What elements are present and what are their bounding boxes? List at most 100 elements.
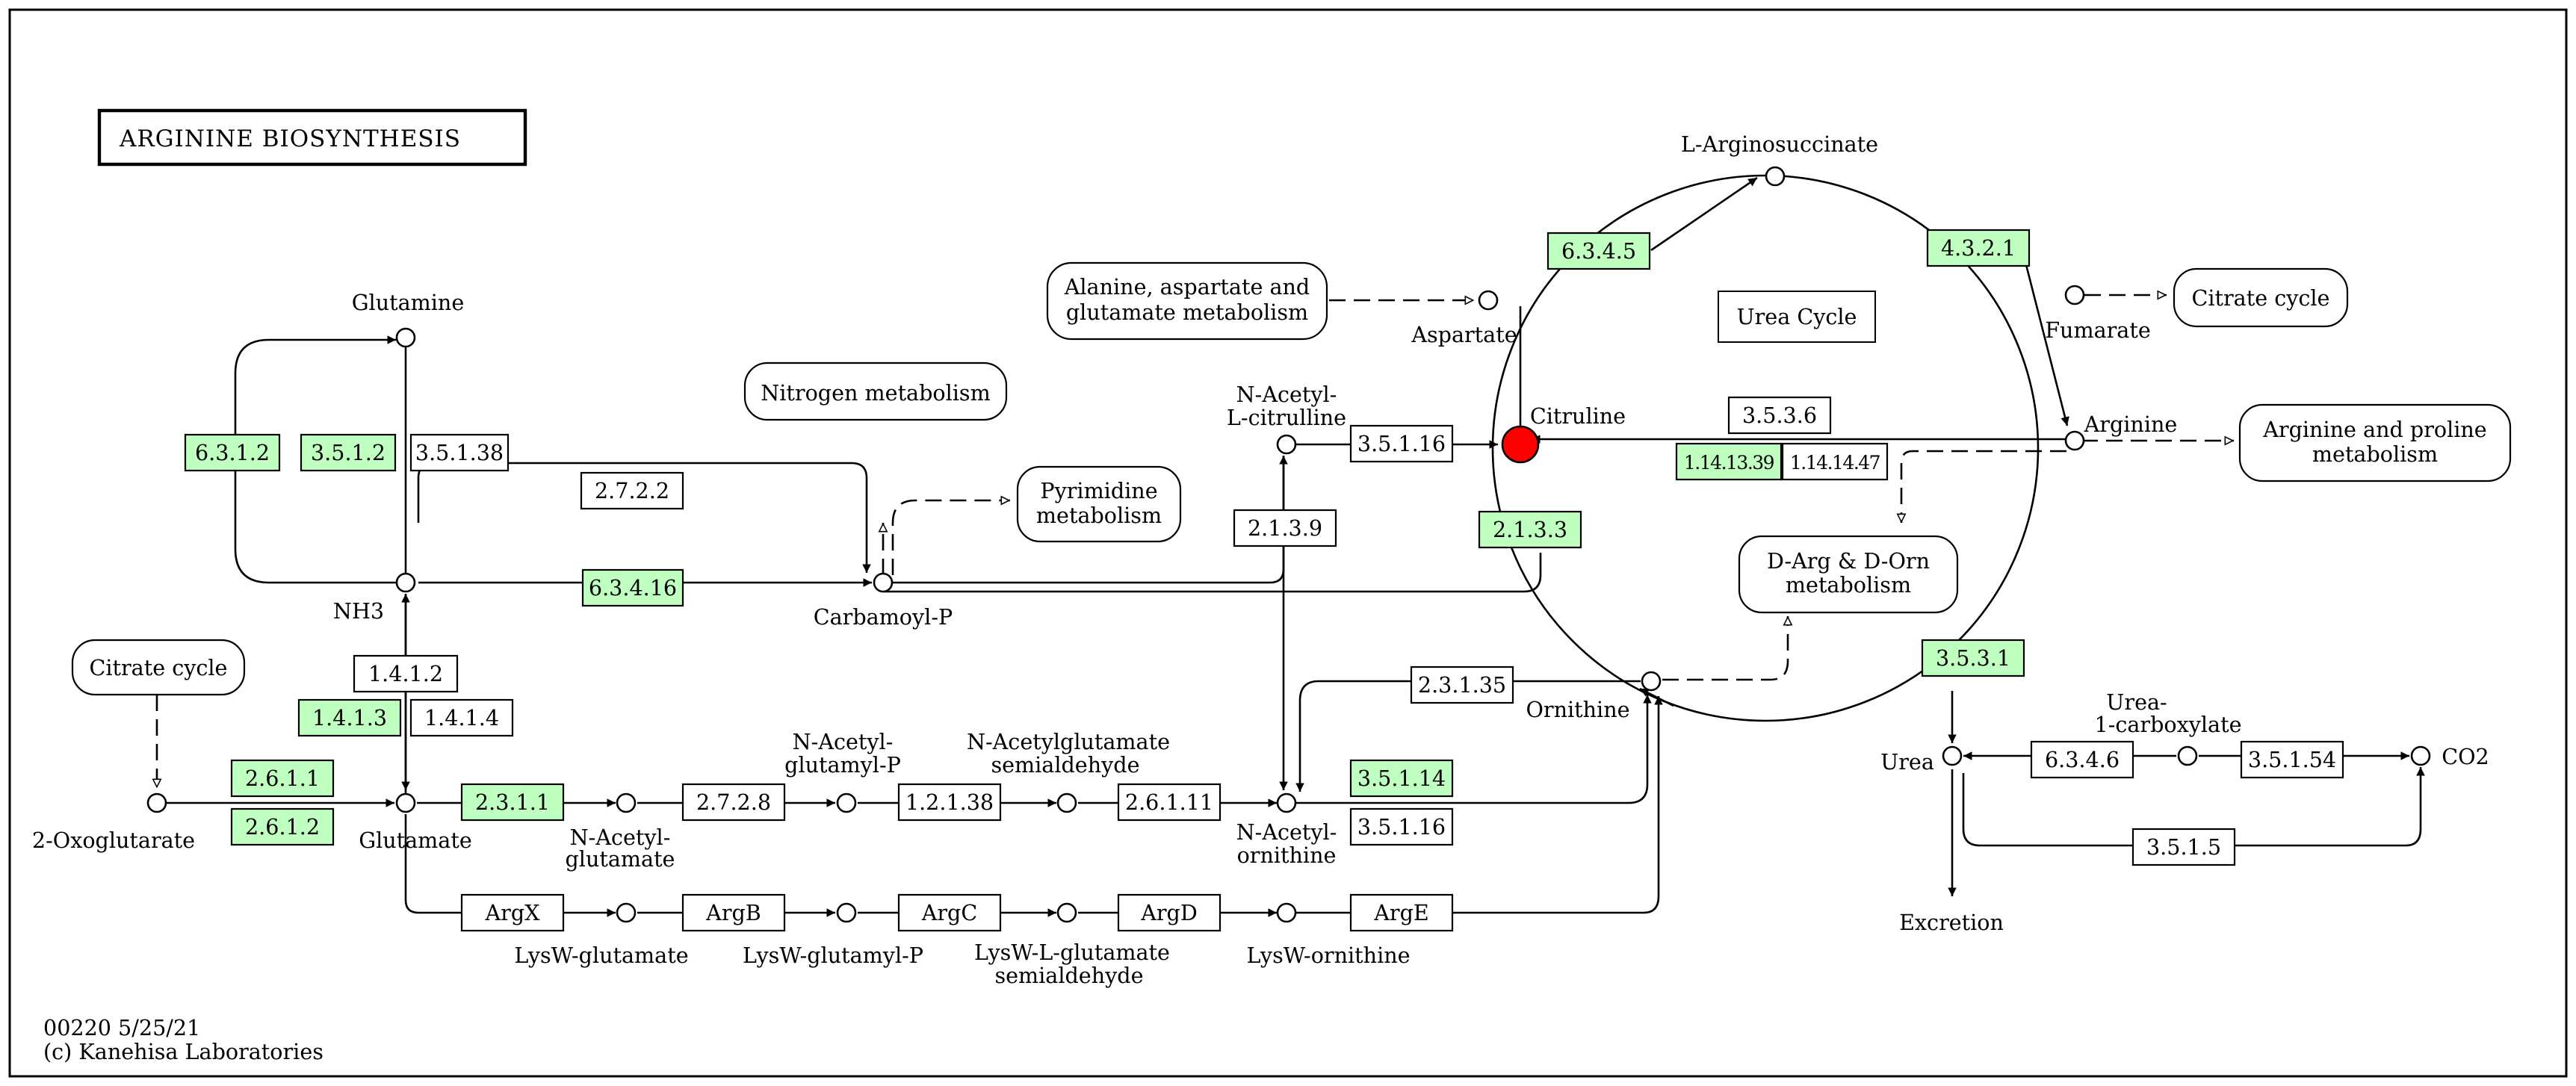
enzyme-2-6-1-1-label: 2.6.1.1 — [245, 766, 320, 791]
label-excretion: Excretion — [1899, 910, 2004, 935]
label-lysw-semialdehyde-2: semialdehyde — [994, 963, 1143, 988]
enzyme-1-4-1-4[interactable] — [409, 698, 514, 737]
enzyme-3-5-3-1[interactable] — [1921, 639, 2025, 677]
node-aspartate[interactable] — [1478, 290, 1499, 311]
node-urea[interactable] — [1942, 745, 1963, 766]
map-link-arginine-proline[interactable] — [2238, 403, 2512, 483]
enzyme-argb[interactable] — [681, 893, 786, 932]
enzyme-arge-label: ArgE — [1373, 900, 1429, 925]
enzyme-3-5-1-14[interactable] — [1349, 759, 1454, 798]
enzyme-3-5-1-2[interactable] — [300, 433, 397, 472]
node-lysw-semialdehyde[interactable] — [1056, 902, 1077, 923]
enzyme-2-3-1-35-label: 2.3.1.35 — [1418, 672, 1506, 698]
enzyme-3-5-1-5[interactable] — [2131, 828, 2236, 866]
enzyme-4-3-2-1[interactable] — [1926, 229, 2031, 267]
enzyme-6-3-4-16[interactable] — [581, 568, 684, 607]
enzyme-argx[interactable] — [460, 893, 565, 932]
node-co2[interactable] — [2410, 745, 2431, 766]
node-urea-carboxylate[interactable] — [2177, 745, 2198, 766]
node-arginosuccinate[interactable] — [1765, 166, 1786, 187]
label-urea-carboxylate-1: Urea- — [2106, 689, 2167, 715]
node-glutamine[interactable] — [395, 327, 416, 348]
enzyme-3-5-3-1-label: 3.5.3.1 — [1936, 645, 2010, 671]
map-link-alanine[interactable] — [1046, 261, 1328, 341]
enzyme-3-5-1-38[interactable] — [409, 433, 510, 472]
enzyme-6-3-4-5[interactable] — [1546, 232, 1651, 270]
enzyme-3-5-1-16-lower[interactable] — [1349, 807, 1454, 846]
enzyme-1-14-14-47[interactable] — [1781, 442, 1889, 481]
enzyme-argc[interactable] — [897, 893, 1002, 932]
enzyme-2-7-2-2[interactable] — [580, 471, 684, 510]
enzyme-argd-label: ArgD — [1140, 900, 1198, 925]
map-link-alanine-label-2: glutamate metabolism — [1066, 300, 1308, 325]
map-link-arginine-proline-label-1: Arginine and proline — [2262, 417, 2486, 442]
enzyme-1-4-1-4-label: 1.4.1.4 — [424, 705, 499, 730]
label-carbamoyl-p: Carbamoyl-P — [814, 604, 953, 630]
enzyme-argd[interactable] — [1117, 893, 1222, 932]
enzyme-6-3-4-6[interactable] — [2030, 740, 2134, 779]
label-lysw-semialdehyde-1: LysW-L-glutamate — [974, 940, 1170, 965]
map-link-d-arg[interactable] — [1738, 535, 1959, 614]
label-glutamate: Glutamate — [359, 828, 472, 853]
enzyme-boxes[interactable]: 6.3.1.2 3.5.1.2 3.5.1.38 2.7.2.2 6.3.4.1… — [184, 229, 2344, 932]
enzyme-2-6-1-2[interactable] — [230, 807, 335, 846]
node-n-acetyl-ornithine[interactable] — [1276, 792, 1297, 813]
map-link-citrate-left[interactable] — [71, 639, 246, 696]
enzyme-2-1-3-3[interactable] — [1478, 510, 1582, 549]
enzyme-3-5-1-54-label: 3.5.1.54 — [2248, 747, 2336, 772]
node-glutamate[interactable] — [395, 792, 416, 813]
enzyme-1-4-1-2[interactable] — [353, 654, 459, 693]
enzyme-3-5-1-16-upper[interactable] — [1349, 424, 1454, 463]
node-n-acetyl-glutamyl-p[interactable] — [836, 792, 857, 813]
enzyme-2-6-1-1[interactable] — [230, 759, 335, 798]
enzyme-2-6-1-11[interactable] — [1117, 783, 1222, 822]
node-arginine[interactable] — [2064, 430, 2085, 451]
enzyme-6-3-1-2[interactable] — [184, 433, 281, 472]
map-link-pyrimidine-label-2: metabolism — [1036, 503, 1162, 528]
node-nh3[interactable] — [395, 572, 416, 593]
enzyme-1-2-1-38[interactable] — [897, 783, 1002, 822]
label-n-acetylglutamate-semialdehyde-2: semialdehyde — [991, 752, 1139, 778]
map-link-nitrogen[interactable] — [743, 362, 1008, 421]
enzyme-1-14-13-39[interactable] — [1675, 442, 1783, 481]
node-fumarate[interactable] — [2064, 285, 2085, 305]
enzyme-2-1-3-9[interactable] — [1233, 509, 1337, 547]
enzyme-argb-label: ArgB — [705, 900, 761, 925]
label-arginine: Arginine — [2084, 412, 2178, 437]
node-n-acetyl-citrulline[interactable] — [1276, 434, 1297, 455]
enzyme-3-5-3-6[interactable] — [1727, 396, 1832, 435]
node-citrulline[interactable] — [1501, 425, 1540, 464]
enzyme-1-4-1-3[interactable] — [297, 698, 402, 737]
node-carbamoyl-p[interactable] — [873, 572, 894, 593]
map-link-citrate-right[interactable] — [2173, 267, 2349, 328]
enzyme-2-3-1-35[interactable] — [1410, 665, 1514, 704]
label-n-acetylglutamate-semialdehyde-1: N-Acetylglutamate — [967, 729, 1170, 754]
map-links[interactable]: Nitrogen metabolism Pyrimidine metabolis… — [71, 261, 2512, 696]
enzyme-2-1-3-3-label: 2.1.3.3 — [1493, 517, 1567, 542]
enzyme-6-3-1-2-label: 6.3.1.2 — [195, 440, 270, 465]
map-link-citrate-right-label: Citrate cycle — [2192, 285, 2330, 311]
enzyme-3-5-1-54[interactable] — [2240, 740, 2344, 779]
label-urea: Urea — [1880, 749, 1934, 775]
node-n-acetylglutamate-semialdehyde[interactable] — [1056, 792, 1077, 813]
compound-nodes[interactable] — [146, 166, 2431, 923]
node-ornithine[interactable] — [1641, 671, 1662, 692]
enzyme-6-3-4-16-label: 6.3.4.16 — [589, 575, 677, 601]
enzyme-4-3-2-1-label: 4.3.2.1 — [1941, 235, 2016, 261]
enzyme-1-4-1-3-label: 1.4.1.3 — [312, 705, 387, 730]
enzyme-2-7-2-8[interactable] — [681, 783, 786, 822]
map-link-pyrimidine[interactable] — [1016, 465, 1182, 543]
label-urea-carboxylate-2: 1-carboxylate — [2095, 712, 2242, 737]
node-n-acetyl-glutamate[interactable] — [616, 792, 637, 813]
enzyme-arge[interactable] — [1349, 893, 1454, 932]
node-lysw-ornithine[interactable] — [1276, 902, 1297, 923]
title-box — [97, 108, 527, 167]
map-link-arginine-proline-label-2: metabolism — [2312, 441, 2438, 467]
enzyme-2-3-1-1[interactable] — [460, 783, 565, 822]
enzyme-2-6-1-2-label: 2.6.1.2 — [245, 814, 320, 840]
enzyme-1-14-14-47-label: 1.14.14.47 — [1790, 452, 1880, 474]
node-2-oxoglutarate[interactable] — [146, 792, 167, 813]
node-lysw-glutamate[interactable] — [616, 902, 637, 923]
node-lysw-glutamyl-p[interactable] — [836, 902, 857, 923]
enzyme-1-14-13-39-label: 1.14.13.39 — [1684, 452, 1774, 474]
